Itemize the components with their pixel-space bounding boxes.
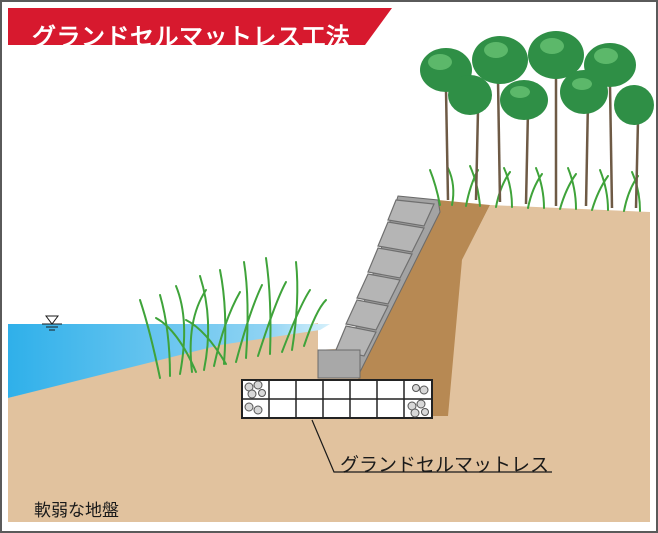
backfill-soil	[358, 200, 490, 416]
trees	[420, 31, 654, 209]
ground-label: 軟弱な地盤	[34, 501, 119, 521]
grand-cell-mattress	[241, 379, 433, 419]
title-banner	[8, 8, 392, 45]
grass-waterside	[139, 257, 327, 379]
banner-title: グランドセルマットレス工法	[32, 23, 351, 51]
grass-top-bank	[429, 165, 641, 212]
retaining-wall	[317, 195, 441, 379]
callout-leader	[311, 419, 552, 473]
water-level-icon	[42, 315, 62, 331]
water-body	[8, 324, 330, 398]
mattress-label: グランドセルマットレス	[340, 454, 550, 476]
